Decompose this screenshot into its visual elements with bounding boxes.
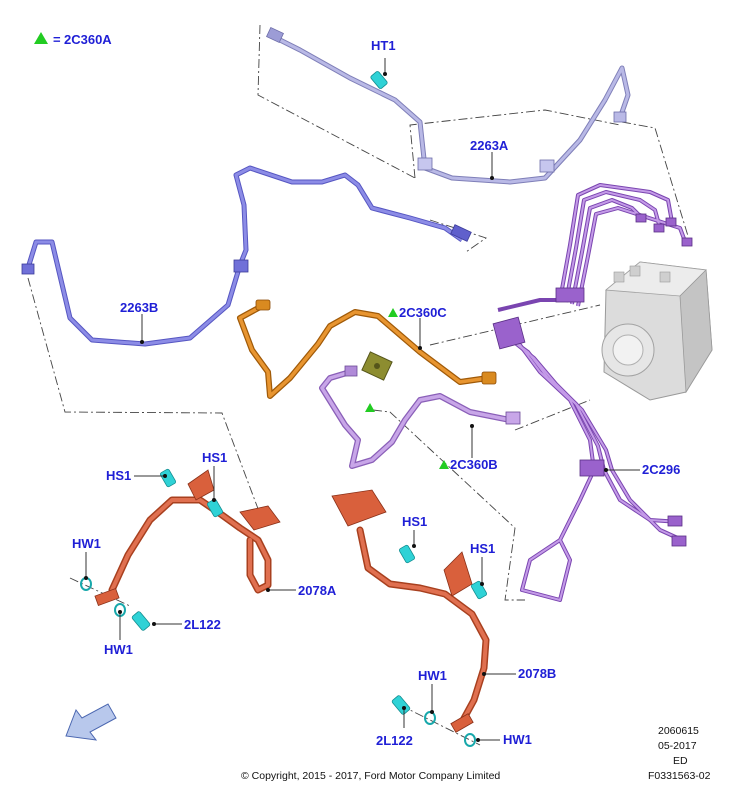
callout-hs1-d: HS1 [470, 541, 495, 556]
legend-equals: = [53, 32, 61, 47]
abs-hydraulic-unit [601, 261, 713, 401]
diagram-edition: ED [673, 755, 688, 767]
green-triangle-icon [439, 460, 449, 469]
callout-2263a: 2263A [470, 138, 509, 153]
washers [80, 577, 476, 747]
callout-hw1-b: HW1 [104, 642, 133, 657]
leader-lines [84, 58, 640, 742]
phantom-lines [27, 24, 689, 746]
callout-2078b: 2078B [518, 666, 556, 681]
callout-2263b: 2263B [120, 300, 158, 315]
brake-hose-2078a [94, 469, 281, 606]
bolt-2l122-a [131, 611, 151, 631]
green-triangle-icon [388, 308, 398, 317]
bolt-hs1-d [471, 580, 487, 600]
bolt-2l122-b [391, 695, 411, 715]
callout-hs1-a: HS1 [106, 468, 131, 483]
brake-pipe-2c360b [319, 365, 521, 469]
direction-arrow-icon [65, 703, 117, 741]
legend: = 2C360A [34, 32, 112, 47]
washer-hw1-d [464, 733, 476, 747]
callout-2l122-b: 2L122 [376, 733, 413, 748]
callout-hs1-b: HS1 [202, 450, 227, 465]
bolt-hs1-b [207, 498, 223, 518]
brake-pipe-bundle-2c296 [492, 183, 693, 602]
bolt-ht1 [370, 71, 388, 89]
brake-hose-2078b [331, 489, 490, 733]
callout-2l122-a: 2L122 [184, 617, 221, 632]
callout-labels: HT1 2263A 2263B 2C360C 2C360B 2C296 HS1 … [72, 38, 680, 748]
callout-2078a: 2078A [298, 583, 337, 598]
brake-pipe-2263a [266, 26, 631, 185]
bolt-hs1-a [160, 468, 176, 488]
callout-hs1-c: HS1 [402, 514, 427, 529]
legend-part-label: 2C360A [64, 32, 112, 47]
callout-hw1-c: HW1 [418, 668, 447, 683]
green-triangle-icon [34, 32, 48, 44]
callout-hw1-d: HW1 [503, 732, 532, 747]
diagram-date: 05-2017 [658, 740, 697, 752]
green-triangle-icon [365, 403, 375, 412]
figure-id: F0331563-02 [648, 770, 711, 782]
fasteners [131, 71, 487, 715]
brake-pipe-2c360c [237, 299, 497, 399]
footer: © Copyright, 2015 - 2017, Ford Motor Com… [241, 725, 711, 782]
bolt-hs1-c [399, 544, 415, 564]
callout-2c360b: 2C360B [450, 457, 498, 472]
callout-2c360c: 2C360C [399, 305, 447, 320]
brake-pipe-2263b [21, 165, 472, 347]
junction-block [361, 351, 393, 412]
diagram-code: 2060615 [658, 725, 699, 737]
callout-2c296: 2C296 [642, 462, 680, 477]
callout-ht1: HT1 [371, 38, 396, 53]
callout-hw1-a: HW1 [72, 536, 101, 551]
copyright-text: © Copyright, 2015 - 2017, Ford Motor Com… [241, 770, 500, 782]
